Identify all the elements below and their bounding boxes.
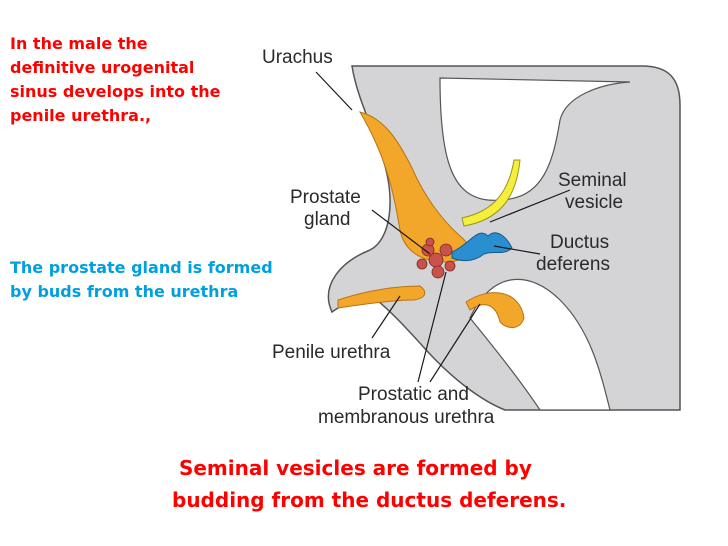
label-seminal-vesicle-1: Seminal [558,170,627,191]
prostate-buds [416,237,456,279]
label-urachus: Urachus [262,47,333,68]
label-seminal-vesicle-2: vesicle [565,192,623,213]
membranous-urethra-shape [465,292,525,328]
bladder-cavity [439,77,631,201]
label-prostate-gland-1: Prostate [290,187,361,208]
ductus-deferens-shape [451,232,513,262]
label-ductus-deferens-2: deferens [536,254,610,275]
leader-lines [315,71,571,383]
seminal-vesicle-shape [461,159,521,227]
label-prostatic-2: membranous urethra [318,407,495,428]
urogenital-sinus-note: In the male the definitive urogenital si… [10,34,221,125]
label-penile-urethra: Penile urethra [272,342,391,363]
prostate-gland-note: The prostate gland is formed by buds fro… [10,258,273,301]
label-ductus-deferens-1: Ductus [550,232,609,253]
label-prostatic-1: Prostatic and [358,384,469,405]
seminal-vesicle-caption: Seminal vesicles are formed by budding f… [172,456,567,512]
penile-urethra-shape [337,285,426,309]
label-prostate-gland-2: gland [304,209,351,230]
